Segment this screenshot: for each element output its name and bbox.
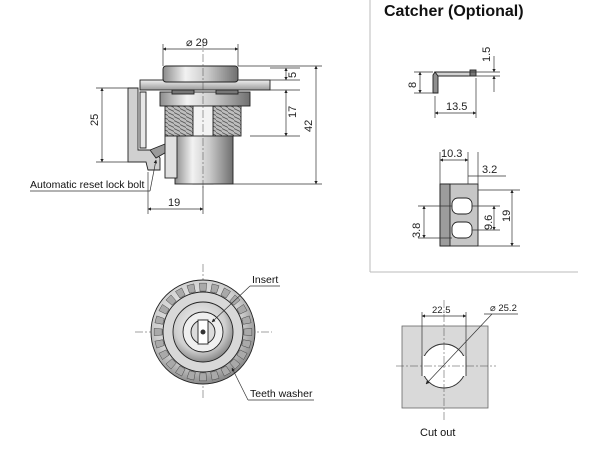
catcher-dim-top-width: 10.3 — [441, 148, 462, 160]
catcher-dim-slot-pitch: 9.6 — [483, 215, 495, 230]
washer-tooth — [158, 349, 170, 360]
washer-tooth — [158, 304, 170, 315]
washer-tooth — [199, 372, 207, 382]
catcher-side-view: 1.5 8 13.5 — [407, 47, 500, 118]
catcher-dim-thickness: 1.5 — [481, 47, 493, 62]
washer-tooth — [229, 358, 241, 370]
cutout-view: 22.5 ⌀ 25.2 Cut out — [396, 300, 518, 439]
washer-tooth — [236, 349, 248, 360]
dim-flange-thickness: 5 — [287, 72, 299, 78]
washer-tooth — [175, 287, 186, 299]
washer-tooth — [165, 358, 177, 370]
lock-front-view: Insert Teeth washer — [135, 264, 314, 401]
washer-tooth — [175, 365, 186, 377]
dim-body-width: 19 — [168, 197, 180, 209]
teeth-washer-ring — [153, 282, 253, 382]
label-lock-bolt: Automatic reset lock bolt — [30, 179, 144, 191]
washer-tooth — [210, 370, 220, 381]
washer-tooth — [199, 282, 207, 292]
washer-tooth — [241, 339, 252, 349]
washer-tooth — [243, 328, 253, 336]
lock-side-view: ⌀ 29 5 17 42 25 19 Automatic reset lock … — [30, 37, 322, 214]
dim-overall-height: 42 — [303, 120, 315, 132]
catcher-dim-length: 13.5 — [446, 101, 467, 113]
washer-tooth — [220, 365, 231, 377]
washer-tooth — [153, 328, 163, 336]
label-teeth-washer: Teeth washer — [250, 388, 313, 400]
catcher-dim-offset: 3.2 — [482, 164, 497, 176]
cutout-dim-diameter: ⌀ 25.2 — [490, 303, 517, 314]
dim-bracket-height: 25 — [89, 114, 101, 126]
washer-tooth — [154, 339, 165, 349]
dim-diameter: ⌀ 29 — [186, 37, 208, 49]
washer-tooth — [154, 315, 165, 325]
dim-thread-length: 17 — [287, 106, 299, 118]
washer-tooth — [236, 304, 248, 315]
washer-tooth — [210, 283, 220, 294]
washer-tooth — [220, 287, 231, 299]
label-insert: Insert — [252, 274, 278, 286]
washer-tooth — [186, 283, 196, 294]
page-title: Catcher (Optional) — [384, 3, 524, 20]
washer-tooth — [186, 370, 196, 381]
cutout-caption: Cut out — [420, 427, 455, 439]
washer-tooth — [165, 294, 177, 306]
catcher-front-view: 10.3 3.2 3.8 9.6 19 — [411, 148, 520, 247]
cutout-dim-width: 22.5 — [432, 305, 451, 316]
catcher-dim-height: 8 — [407, 82, 419, 88]
catcher-dim-slot-left: 3.8 — [411, 223, 423, 238]
catcher-panel-border — [369, 0, 578, 273]
catcher-dim-height-19: 19 — [501, 210, 513, 222]
washer-tooth — [241, 315, 252, 325]
